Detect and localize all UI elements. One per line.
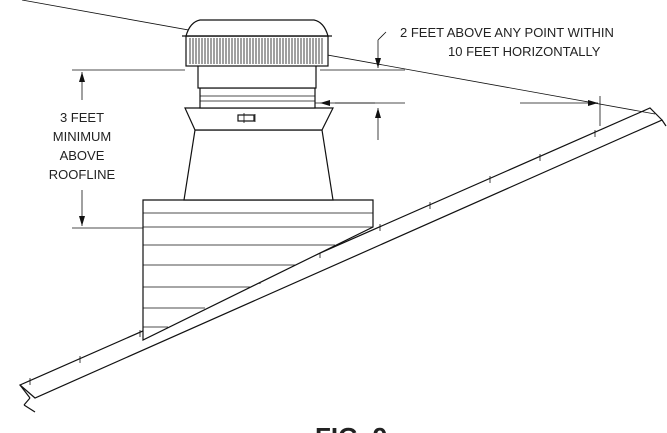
min-label-line1: 3 FEET xyxy=(60,110,104,125)
clearance-label-line1: 2 FEET ABOVE ANY POINT WITHIN xyxy=(400,25,614,40)
figure-caption: FIG. 9 xyxy=(315,422,387,433)
termination-cap xyxy=(182,19,332,89)
dimension-2ft xyxy=(315,31,601,140)
dimension-3ft xyxy=(72,69,185,229)
clearance-label-line2: 10 FEET HORIZONTALLY xyxy=(448,44,601,59)
min-label-line3: ABOVE xyxy=(60,148,105,163)
min-label-line4: ROOFLINE xyxy=(49,167,116,182)
chimney-chase xyxy=(142,199,374,341)
min-label-line2: MINIMUM xyxy=(53,129,112,144)
roof xyxy=(18,0,667,413)
chimney-pipe xyxy=(183,87,334,201)
